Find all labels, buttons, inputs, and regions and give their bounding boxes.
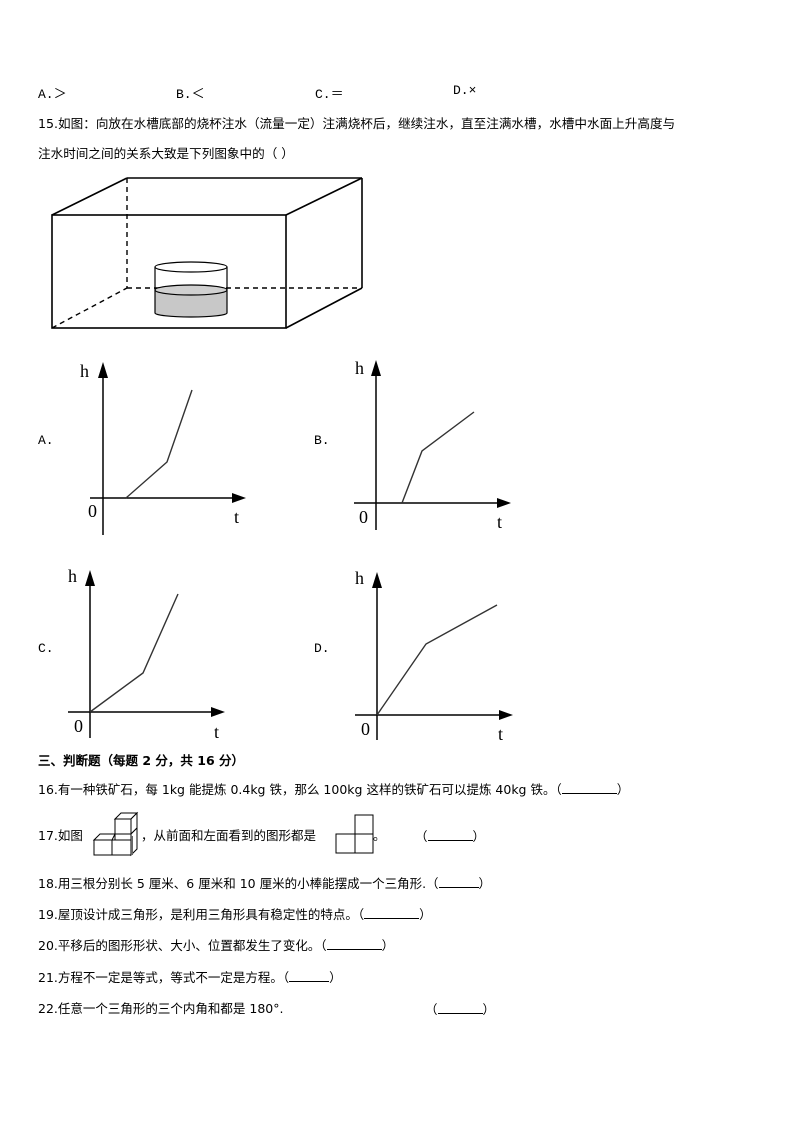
q14-option-d[interactable]: D.× — [453, 83, 477, 98]
question-16: 16.有一种铁矿石，每 1kg 能提炼 0.4kg 铁，那么 100kg 这样的… — [38, 781, 630, 797]
q15-text-line1: 15.如图：向放在水槽底部的烧杯注水（流量一定）注满烧杯后，继续注水，直至注满水… — [38, 116, 676, 131]
graph-c-x-label: t — [214, 722, 220, 742]
question-17-prefix: 17.如图 — [38, 828, 83, 843]
graph-a-origin: 0 — [88, 501, 97, 521]
graph-d-label[interactable]: D. — [314, 641, 330, 656]
graph-d-y-label: h — [355, 568, 364, 588]
answer-blank-16[interactable] — [561, 781, 617, 794]
question-17-middle: ，从前面和左面看到的图形都是 — [141, 828, 317, 843]
question-19: 19.屋顶设计成三角形，是利用三角形具有稳定性的特点。（） — [38, 906, 432, 922]
question-17-suffix: 。 — [373, 828, 386, 843]
question-18: 18.用三根分别长 5 厘米、6 厘米和 10 厘米的小棒能摆成一个三角形.（） — [38, 875, 492, 891]
graph-d-x-label: t — [498, 724, 504, 744]
q15-text-line2: 注水时间之间的关系大致是下列图象中的（ ） — [38, 146, 294, 161]
question-22-answer: （） — [425, 1001, 496, 1017]
answer-blank-22[interactable] — [437, 1001, 483, 1014]
question-17-answer: （） — [415, 828, 486, 844]
graph-c-label[interactable]: C. — [38, 641, 54, 656]
graph-c-origin: 0 — [74, 716, 83, 736]
graph-b-y-label: h — [355, 358, 364, 378]
answer-blank-17[interactable] — [427, 828, 473, 841]
question-22: 22.任意一个三角形的三个内角和都是 180°. — [38, 1001, 284, 1016]
graph-b-x-label: t — [497, 512, 503, 532]
section-title: 三、判断题（每题 2 分，共 16 分） — [38, 753, 245, 768]
answer-blank-19[interactable] — [364, 906, 420, 919]
question-21: 21.方程不一定是等式，等式不一定是方程。（） — [38, 969, 342, 985]
q14-option-b[interactable]: B.＜ — [176, 87, 205, 102]
answer-blank-21[interactable] — [289, 969, 330, 982]
graph-a-label[interactable]: A. — [38, 433, 54, 448]
graph-c-y-label: h — [68, 566, 77, 586]
graph-b-label[interactable]: B. — [314, 433, 330, 448]
graph-b-origin: 0 — [359, 507, 368, 527]
graph-a-x-label: t — [234, 507, 240, 527]
answer-blank-20[interactable] — [326, 937, 382, 950]
graph-d-origin: 0 — [361, 719, 370, 739]
q14-option-a[interactable]: A.＞ — [38, 87, 67, 102]
question-20: 20.平移后的图形形状、大小、位置都发生了变化。（） — [38, 937, 395, 953]
answer-blank-18[interactable] — [438, 875, 479, 888]
graph-a-y-label: h — [80, 361, 89, 381]
q14-option-c[interactable]: C.＝ — [315, 87, 344, 102]
